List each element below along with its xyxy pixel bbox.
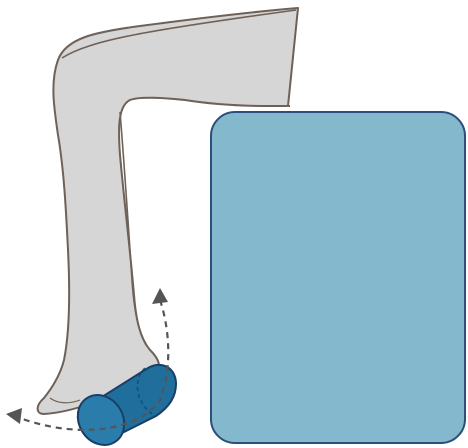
box-block [211, 112, 465, 443]
arrowhead-top [152, 288, 168, 304]
box [211, 112, 465, 443]
arrowhead-bottom [6, 408, 22, 424]
